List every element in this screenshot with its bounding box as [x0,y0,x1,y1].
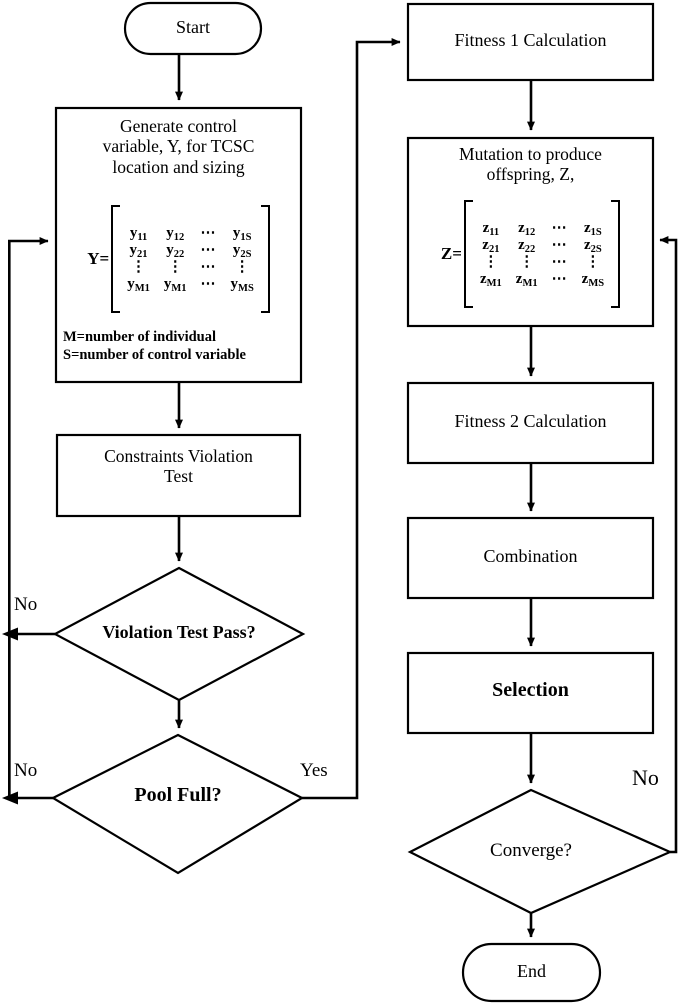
node-fitness2 [406,381,655,465]
matrix-row: y11 y12 ⋯ y1S [120,225,261,244]
matrix-cell: zM1 [515,270,538,289]
node-converge [407,788,673,915]
matrix-cell-ellipsis: ⋯ [551,270,568,287]
matrix-cell: y12 [166,225,185,244]
matrix-cell: yM1 [127,275,150,294]
edge-pool-yes-to-fitness1 [302,38,401,800]
edge-converge-no-to-mutation [659,236,678,854]
matrix-cell: z12 [518,220,536,239]
matrix-cell-vdots: ⋮ [585,254,601,270]
matrix-cell: z1S [583,220,602,239]
matrix-Z-table: z11 z12 ⋯ z1S z21 z22 ⋯ z2S ⋮ ⋮ ⋯ ⋮ zM1 … [473,220,611,289]
matrix-cell: z22 [518,237,536,256]
node-mutation [406,136,655,328]
node-end [461,942,602,1003]
node-violation-test [52,566,306,702]
matrix-row: ⋮ ⋮ ⋯ ⋮ [473,254,611,271]
matrix-cell: zM1 [479,270,502,289]
matrix-cell: z21 [482,237,500,256]
matrix-cell: zMS [581,270,605,289]
matrix-cell: yMS [230,275,254,294]
matrix-cell-ellipsis: ⋯ [200,259,217,275]
matrix-row: yM1 yM1 ⋯ yMS [120,275,261,294]
matrix-Y-right-bracket [260,205,270,313]
node-generate [54,106,303,384]
matrix-Z-left-bracket [463,200,473,308]
matrix-cell-vdots: ⋮ [234,259,250,275]
node-constraints [55,433,302,518]
matrix-cell-vdots: ⋮ [167,259,183,275]
matrix-cell: y1S [232,225,252,244]
matrix-cell-ellipsis: ⋯ [551,237,568,254]
matrix-Y-name: Y= [87,249,110,268]
matrix-cell-ellipsis: ⋯ [551,254,568,270]
matrix-Z-name: Z= [440,244,462,263]
matrix-Y-table: y11 y12 ⋯ y1S y21 y22 ⋯ y2S ⋮ ⋮ ⋯ ⋮ yM1 … [120,225,261,294]
matrix-cell-vdots: ⋮ [131,259,147,275]
matrix-cell: y11 [129,225,148,244]
matrix-cell-ellipsis: ⋯ [200,275,217,292]
matrix-row: ⋮ ⋮ ⋯ ⋮ [120,259,261,276]
matrix-cell-vdots: ⋮ [483,254,499,270]
matrix-Y: Y= y11 y12 ⋯ y1S y21 y22 ⋯ y2S ⋮ ⋮ ⋯ ⋮ [60,205,297,313]
matrix-cell: y22 [166,242,185,261]
matrix-cell-ellipsis: ⋯ [200,242,217,259]
matrix-Z-right-bracket [611,200,621,308]
generate-legend: M=number of individual S=number of contr… [63,329,246,364]
node-start [123,1,263,56]
matrix-cell-vdots: ⋮ [519,254,535,270]
matrix-row: y21 y22 ⋯ y2S [120,242,261,261]
matrix-cell: z2S [583,237,602,256]
edge-loopback-to-generate [8,237,49,799]
node-pool-full [50,733,305,875]
matrix-cell: z11 [482,220,500,239]
matrix-row: z11 z12 ⋯ z1S [473,220,611,239]
node-fitness1 [406,2,655,82]
node-selection [406,651,655,735]
matrix-cell-ellipsis: ⋯ [200,225,217,242]
matrix-cell-ellipsis: ⋯ [551,220,568,237]
matrix-Z: Z= z11 z12 ⋯ z1S z21 z22 ⋯ z2S ⋮ ⋮ ⋯ ⋮ [412,200,649,308]
matrix-Y-left-bracket [111,205,121,313]
matrix-cell: y21 [129,242,148,261]
node-combination [406,516,655,600]
matrix-cell: yM1 [163,275,187,294]
matrix-cell: y2S [232,242,252,261]
matrix-row: z21 z22 ⋯ z2S [473,237,611,256]
matrix-row: zM1 zM1 ⋯ zMS [473,270,611,289]
